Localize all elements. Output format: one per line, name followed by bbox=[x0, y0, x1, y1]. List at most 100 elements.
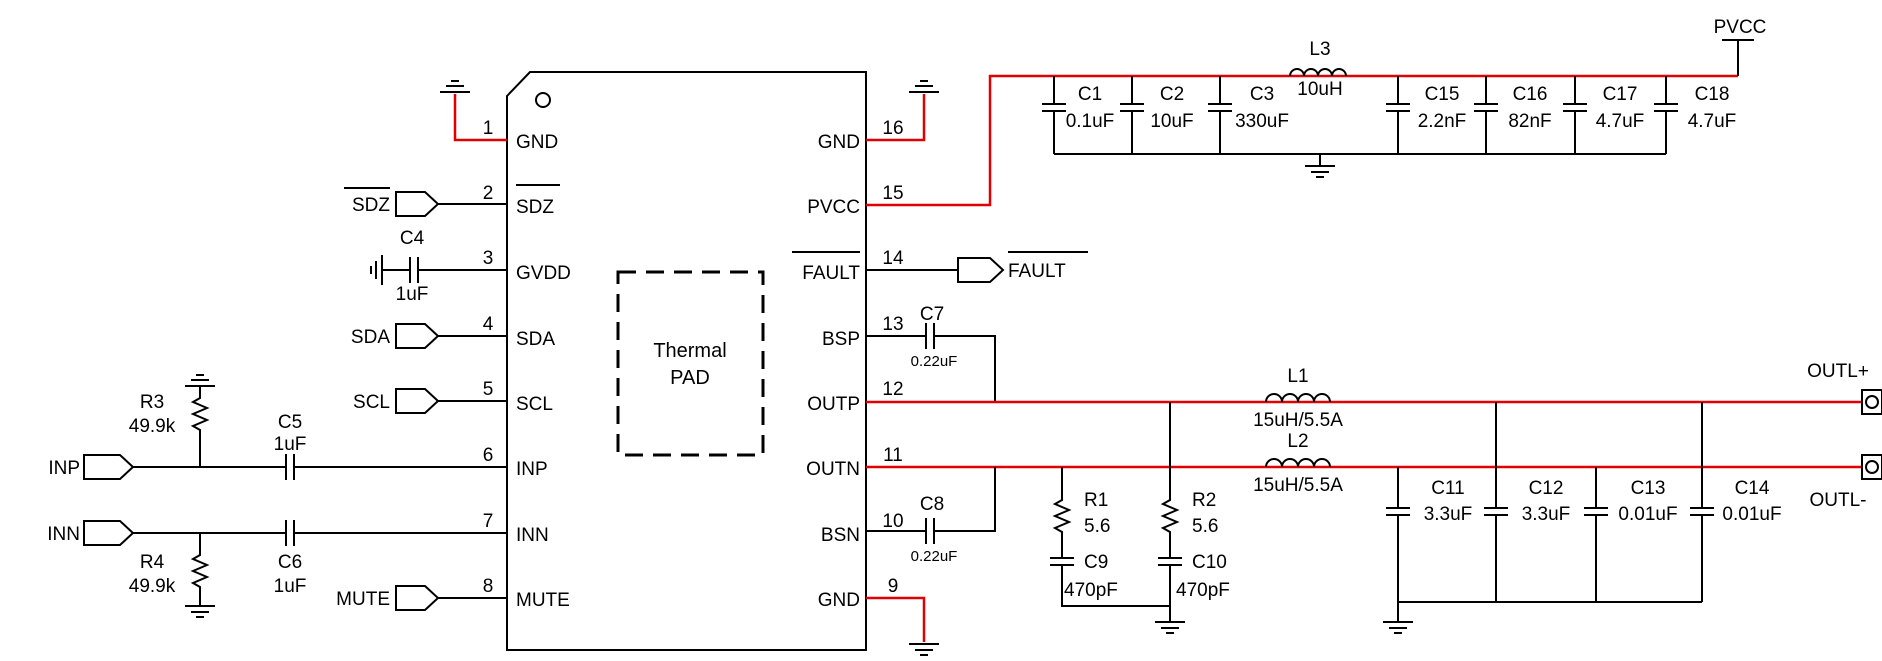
sda-port-label: SDA bbox=[351, 327, 390, 348]
c3-ref: C3 bbox=[1250, 84, 1274, 105]
pin-name-sda: SDA bbox=[516, 329, 555, 350]
pin-num-13: 13 bbox=[882, 314, 903, 335]
scl-port-label: SCL bbox=[353, 392, 390, 413]
chip-right-pin-numbers: 16 15 14 13 12 11 10 9 bbox=[882, 118, 904, 597]
pin-num-3: 3 bbox=[483, 248, 494, 269]
l3-value: 10uH bbox=[1297, 79, 1342, 100]
inp-port bbox=[83, 454, 135, 480]
chip-body bbox=[506, 71, 867, 651]
r4-ref: R4 bbox=[140, 552, 165, 573]
c16-ref: C16 bbox=[1513, 84, 1548, 105]
c12-value: 3.3uF bbox=[1522, 504, 1571, 525]
pin-name-scl: SCL bbox=[516, 394, 553, 415]
outl-minus-connector bbox=[1861, 454, 1882, 480]
c14-value: 0.01uF bbox=[1722, 504, 1781, 525]
pin16-gnd-wire bbox=[866, 94, 926, 142]
sdz-port bbox=[395, 191, 440, 217]
thermal-pad bbox=[616, 270, 765, 457]
c15-ref: C15 bbox=[1425, 84, 1460, 105]
sda-port bbox=[395, 323, 440, 349]
l1-value: 15uH/5.5A bbox=[1253, 410, 1343, 431]
c4-ref: C4 bbox=[400, 228, 425, 249]
pin-num-14: 14 bbox=[882, 248, 904, 269]
pin-num-5: 5 bbox=[483, 379, 494, 400]
c7-to-outp-wire bbox=[934, 335, 996, 402]
c17-value: 4.7uF bbox=[1596, 111, 1645, 132]
chip-right-pin-names: GND PVCC FAULT BSP OUTP OUTN BSN GND bbox=[802, 132, 860, 611]
r1-value: 5.6 bbox=[1084, 516, 1110, 537]
sdz-port-label: SDZ bbox=[352, 195, 390, 216]
chip-left-pin-names: GND SDZ GVDD SDA SCL INP INN MUTE bbox=[516, 132, 571, 611]
c9-bottom-wire bbox=[1061, 565, 1170, 607]
pin-num-8: 8 bbox=[483, 576, 494, 597]
pin-name-bsp: BSP bbox=[822, 329, 860, 350]
pin-name-gnd9: GND bbox=[818, 590, 860, 611]
pin1-marker bbox=[535, 92, 551, 108]
l2-inductor bbox=[1265, 458, 1331, 468]
c10-ref: C10 bbox=[1192, 552, 1227, 573]
pin-num-15: 15 bbox=[882, 183, 903, 204]
pin-name-outp: OUTP bbox=[807, 394, 860, 415]
c5-value: 1uF bbox=[274, 434, 307, 455]
r3-resistor bbox=[190, 386, 210, 467]
c15-value: 2.2nF bbox=[1418, 111, 1467, 132]
c18-value: 4.7uF bbox=[1688, 111, 1737, 132]
pin-name-gnd16: GND bbox=[818, 132, 860, 153]
c13-ref: C13 bbox=[1631, 478, 1666, 499]
pin-num-16: 16 bbox=[882, 118, 903, 139]
r1-resistor bbox=[1052, 467, 1072, 558]
ground-symbol-snubber bbox=[1155, 621, 1185, 634]
pvcc-net-wire bbox=[866, 74, 1738, 207]
c8-value: 0.22uF bbox=[911, 548, 958, 565]
pin9-gnd-wire bbox=[866, 596, 926, 642]
pin-num-1: 1 bbox=[483, 118, 494, 139]
l2-value: 15uH/5.5A bbox=[1253, 475, 1343, 496]
ground-symbol-c4 bbox=[370, 255, 383, 285]
fault-port bbox=[957, 257, 1005, 283]
l1-inductor bbox=[1265, 393, 1331, 403]
pin-num-10: 10 bbox=[882, 511, 903, 532]
c3-value: 330uF bbox=[1235, 111, 1289, 132]
r4-resistor bbox=[190, 533, 210, 606]
ground-symbol-pin9 bbox=[909, 643, 939, 656]
pin-name-outn: OUTN bbox=[806, 459, 860, 480]
c12-ref: C12 bbox=[1529, 478, 1564, 499]
c18-ref: C18 bbox=[1695, 84, 1730, 105]
pin-name-inp: INP bbox=[516, 459, 548, 480]
c8-ref: C8 bbox=[920, 494, 944, 515]
pin-num-12: 12 bbox=[882, 379, 903, 400]
r4-value: 49.9k bbox=[129, 576, 176, 597]
pin-num-7: 7 bbox=[483, 511, 494, 532]
thermal-pad-label-2: PAD bbox=[670, 367, 710, 389]
l3-inductor bbox=[1289, 68, 1347, 77]
c8-to-outn-wire bbox=[934, 467, 996, 532]
c11-value: 3.3uF bbox=[1424, 504, 1473, 525]
pin-name-gvdd: GVDD bbox=[516, 263, 571, 284]
c7-value: 0.22uF bbox=[911, 353, 958, 370]
ground-symbol-r3 bbox=[185, 374, 215, 387]
c1-ref: C1 bbox=[1078, 84, 1102, 105]
output-filter-caps bbox=[1383, 402, 1714, 634]
mute-port bbox=[395, 585, 440, 611]
scl-port bbox=[395, 388, 440, 414]
c4-value: 1uF bbox=[396, 284, 429, 305]
thermal-pad-label-1: Thermal bbox=[653, 340, 726, 362]
c13-value: 0.01uF bbox=[1618, 504, 1677, 525]
l2-ref: L2 bbox=[1287, 431, 1308, 452]
c11-ref: C11 bbox=[1431, 478, 1464, 499]
pvcc-rail-label: PVCC bbox=[1714, 17, 1767, 38]
r3-ref: R3 bbox=[140, 392, 164, 413]
pvcc-decoupling-caps bbox=[1042, 76, 1678, 178]
ground-symbol-pin16 bbox=[909, 80, 939, 93]
r1-ref: R1 bbox=[1084, 490, 1108, 511]
l3-ref: L3 bbox=[1309, 39, 1330, 60]
pin-name-sdz: SDZ bbox=[516, 197, 554, 218]
pin-name-pvcc: PVCC bbox=[807, 197, 860, 218]
c6-value: 1uF bbox=[274, 576, 307, 597]
ground-symbol-pin1 bbox=[440, 80, 470, 93]
c7-ref: C7 bbox=[920, 304, 944, 325]
inp-port-label: INP bbox=[48, 458, 80, 479]
c16-value: 82nF bbox=[1508, 111, 1551, 132]
l1-ref: L1 bbox=[1287, 366, 1308, 387]
outl-plus-connector bbox=[1861, 389, 1882, 415]
